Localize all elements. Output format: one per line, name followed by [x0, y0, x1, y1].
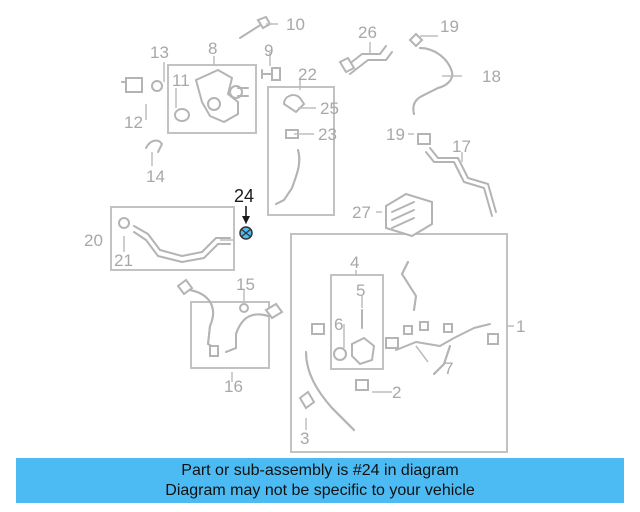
- part-20-pipe: [118, 217, 231, 263]
- part-22-hose: [275, 94, 306, 205]
- callout-18: 18: [482, 67, 501, 86]
- callout-21: 21: [114, 251, 133, 270]
- part-14-clip: [145, 139, 163, 153]
- callout-14: 14: [146, 167, 165, 186]
- callout-27: 27: [352, 203, 371, 222]
- callout-12: 12: [124, 113, 143, 132]
- callout-8: 8: [208, 39, 217, 58]
- callout-23: 23: [318, 125, 337, 144]
- callout-9: 9: [264, 41, 273, 60]
- part-17-pipe: [425, 147, 497, 217]
- callout-19-mid: 19: [386, 125, 405, 144]
- box-20: [110, 206, 235, 271]
- callout-4: 4: [350, 253, 359, 272]
- part-16-hose: [176, 278, 284, 357]
- part-8-thermostat-housing: [194, 68, 249, 124]
- callout-11: 11: [172, 71, 190, 90]
- parts-diagram: 10 9 13 8 11 12 14 26 19 18 22 25 23 19 …: [84, 15, 525, 453]
- box-8: [167, 64, 257, 134]
- callout-19-top: 19: [440, 17, 459, 36]
- part-27-oil-cooler: [385, 192, 433, 238]
- callout-15: 15: [236, 275, 255, 294]
- part-18-hose: [412, 47, 454, 115]
- callout-20: 20: [84, 231, 103, 250]
- part-24-clamp: [239, 226, 253, 240]
- caption-line-1: Part or sub-assembly is #24 in diagram: [181, 461, 459, 479]
- part-18-hose-inner: [412, 47, 454, 115]
- callout-17: 17: [452, 137, 471, 156]
- part-5-6-housing: [333, 309, 376, 366]
- callout-24: 24: [234, 186, 254, 206]
- caption-banner: Part or sub-assembly is #24 in diagram D…: [16, 458, 624, 503]
- box-4: [330, 274, 384, 370]
- callout-26: 26: [358, 23, 377, 42]
- part-1-hoses: [298, 261, 499, 431]
- callout-2: 2: [392, 383, 401, 402]
- part-13-sensor: [121, 77, 163, 93]
- box-22: [267, 86, 335, 216]
- box-16: [190, 301, 270, 369]
- callout-5: 5: [356, 281, 365, 300]
- part-11-seal: [174, 108, 190, 122]
- callout-10: 10: [286, 15, 305, 34]
- callout-13: 13: [150, 43, 169, 62]
- callout-3: 3: [300, 429, 309, 448]
- part-19-clip-top: [408, 32, 424, 48]
- callout-25: 25: [320, 99, 339, 118]
- callout-6: 6: [334, 315, 343, 334]
- box-1: [290, 233, 508, 453]
- callout-1: 1: [516, 317, 525, 336]
- callout-7: 7: [444, 359, 453, 378]
- callout-16: 16: [224, 377, 243, 396]
- callout-22: 22: [298, 65, 317, 84]
- caption-line-2: Diagram may not be specific to your vehi…: [165, 481, 475, 499]
- part-26-pipe: [338, 45, 393, 75]
- part-10-bolt: [239, 15, 272, 39]
- part-9-fitting: [261, 67, 281, 81]
- part-19-clip-mid: [417, 133, 431, 145]
